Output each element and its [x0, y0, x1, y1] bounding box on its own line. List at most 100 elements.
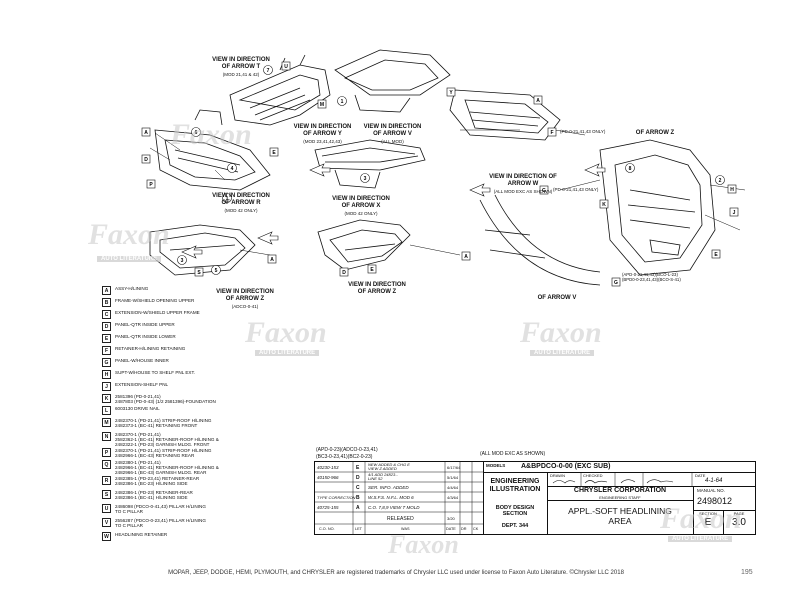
svg-text:A: A: [144, 130, 148, 136]
legend-key: N: [102, 432, 111, 441]
legend-text: 2482386-1 (PD-23) RETAINER-REAR 2482386-…: [115, 490, 193, 500]
section-box: SECTION E: [693, 510, 724, 534]
svg-text:H: H: [730, 187, 734, 193]
callout-box: G: [539, 185, 549, 195]
signature-row: DRAWN CHECKED DATE 4-1-64: [547, 472, 755, 487]
legend-key: P: [102, 448, 111, 457]
legend-key: Q: [102, 460, 111, 469]
callout-box: A: [141, 127, 151, 137]
models-value: A&BPDCO-0-00 (EXC SUB): [521, 463, 611, 470]
rev-letter: E: [356, 465, 360, 471]
callout-box: S: [194, 267, 204, 277]
rev-date: 6/17/64: [447, 465, 461, 470]
legend-text: 2486098 (PDCO-0-41,43) PILLAR H/LINING T…: [115, 504, 206, 514]
view-x-drawing: [317, 219, 411, 271]
legend-row: S 2482386-1 (PD-23) RETAINER-REAR 2482386…: [102, 490, 193, 501]
watermark-logo: Faxon: [88, 218, 170, 251]
callout-box: M: [317, 99, 327, 109]
svg-text:J: J: [733, 210, 736, 216]
drawn-label: DRAWN: [550, 473, 565, 478]
signatures: [552, 472, 693, 486]
legend-text: PANEL-W/HOUSE INNER: [115, 358, 169, 363]
callout-circle: 1: [222, 193, 232, 203]
callout-box: E: [367, 264, 377, 274]
legend-key: V: [102, 518, 111, 527]
manual-label: MANUAL NO.: [697, 488, 725, 493]
rev-header: LET: [355, 527, 362, 531]
svg-text:E: E: [714, 252, 718, 258]
legend-key: K: [102, 394, 111, 403]
rev-date: 4/4/64: [447, 485, 459, 490]
body-design-label: BODY DESIGN SECTION: [495, 505, 535, 517]
view-y-sub: (MOD 23,41,42,43): [303, 139, 342, 144]
view-z-right-heading: OF ARROW Z: [620, 130, 690, 137]
legend-text: 2581396 (PD-0-21,41) 2487803 (PD-0-43) (…: [115, 394, 216, 404]
watermark-sub: AUTO LITERATURE: [530, 350, 595, 356]
callout-box: A: [267, 254, 277, 264]
legend-key: S: [102, 490, 111, 499]
rev-text: W.S.F.S. N.F.L. MOD 6: [368, 495, 414, 500]
manual-box: MANUAL NO. 2498012: [693, 486, 755, 511]
callout-circle: 5: [211, 265, 221, 275]
legend-text: EXTENSION-SHELF PNL: [115, 382, 169, 387]
rev-no: 40230-153: [317, 465, 339, 470]
f-note: (PD-0-21,41,43 ONLY): [560, 129, 606, 134]
page-label: PAGE: [733, 511, 745, 516]
svg-text:E: E: [370, 267, 374, 273]
legend-key: B: [102, 298, 111, 307]
rev-header: DATE: [446, 527, 456, 531]
right-note: (APD-0-21,41,43)(BCO-L-23) (BPD0-0-23,41…: [622, 272, 681, 282]
rev-letter: A: [356, 505, 360, 511]
callout-box: H: [727, 184, 737, 194]
view-t-sub: (MOD 21,41 & 42): [222, 72, 260, 77]
rev-letter: C: [356, 485, 360, 491]
legend-key: E: [102, 334, 111, 343]
view-v-bottom-label: OF ARROW V: [537, 295, 577, 301]
view-r-sub: (MOD 42 ONLY): [224, 208, 258, 213]
legend-key: M: [102, 418, 111, 427]
watermark-logo: Faxon: [170, 118, 252, 151]
view-v-top-label: VIEW IN DIRECTION OF ARROW V: [363, 124, 422, 137]
rev-text: RELEASED: [387, 516, 414, 522]
view-w-label: VIEW IN DIRECTION OF ARROW W: [489, 174, 557, 187]
page-value: 3.0: [732, 517, 746, 528]
watermark-sub: AUTO LITERATURE: [668, 536, 733, 542]
svg-text:2: 2: [719, 178, 722, 184]
watermark-sub: AUTO LITERATURE: [97, 256, 162, 262]
svg-text:M: M: [320, 102, 324, 108]
view-v-top-drawing: [334, 49, 451, 113]
models-label: MODELS: [486, 463, 506, 468]
svg-text:F: F: [550, 130, 553, 136]
legend-key: W: [102, 532, 111, 541]
view-z-mid-label: VIEW IN DIRECTION OF ARROW Z: [348, 282, 406, 295]
callout-box: D: [339, 267, 349, 277]
callout-circle: 6: [191, 127, 201, 137]
legend-key: D: [102, 322, 111, 331]
rev-header: C.O. NO.: [319, 527, 335, 531]
callout-circle: 8: [625, 163, 635, 173]
callout-circle: 4: [227, 163, 237, 173]
svg-text:K: K: [602, 202, 606, 208]
panel-drawing: [449, 89, 561, 141]
rev-header: CK: [473, 527, 479, 531]
rev-no: TYPE CORRECTION: [317, 495, 356, 500]
callout-box: J: [729, 207, 739, 217]
drawing-title-box: APPL.-SOFT HEADLINING AREA: [547, 500, 694, 534]
view-z-right-label: OF ARROW Z: [635, 130, 675, 136]
callout-box: E: [269, 147, 279, 157]
callout-box: A: [533, 95, 543, 105]
eng-illustration-box: ENGINEERING ILLUSTRATION BODY DESIGN SEC…: [483, 472, 548, 534]
svg-text:8: 8: [629, 166, 632, 172]
view-r-heading: VIEW IN DIRECTION OF ARROW R (MOD 42 ONL…: [196, 193, 286, 214]
rev-date: 3/20: [447, 516, 455, 521]
view-r-label: VIEW IN DIRECTION OF ARROW R: [212, 193, 270, 206]
